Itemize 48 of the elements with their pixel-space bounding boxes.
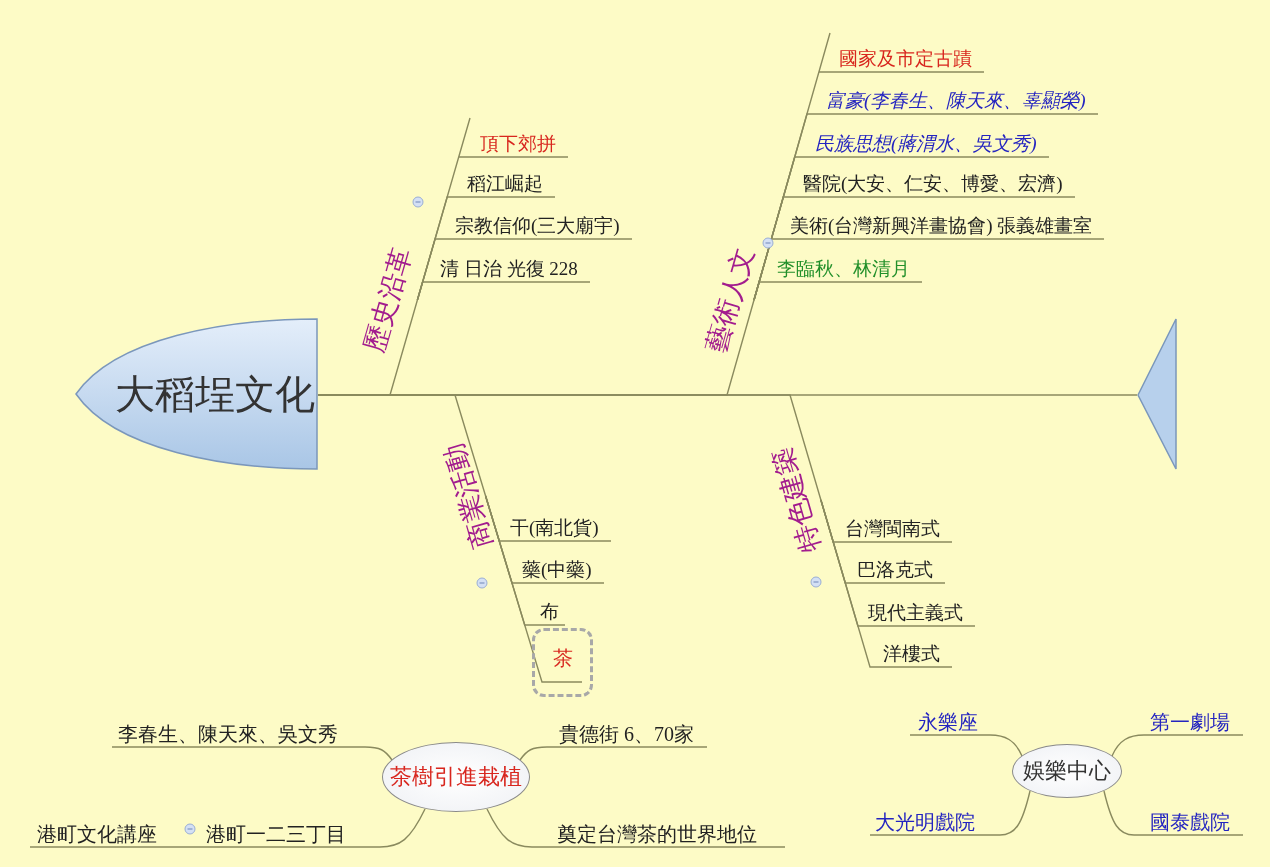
branch-label: 干(南北貨) <box>510 515 611 541</box>
branch-label: 港町一二三丁目 <box>202 821 385 847</box>
branch-label: 布 <box>540 599 565 625</box>
fish-tail <box>1137 318 1177 470</box>
category-label: 商業活動 <box>433 428 503 564</box>
category-label: 藝術人文 <box>695 232 765 368</box>
branch-label: 第一劇場 <box>1115 709 1243 735</box>
branch-line <box>820 499 953 668</box>
branch-line <box>519 746 708 761</box>
branch-label: 李臨秋、林清月 <box>777 256 922 282</box>
branch-line <box>111 746 393 761</box>
topic-ellipse: 娛樂中心 <box>1012 744 1122 798</box>
branch-label: 貴德街 6、70家 <box>535 721 707 747</box>
branch-line <box>753 281 923 301</box>
branch-label: 頂下郊拼 <box>480 131 568 157</box>
branch-label: 宗教信仰(三大廟宇) <box>455 213 632 239</box>
branch-label: 國泰戲院 <box>1135 809 1243 835</box>
branch-label: 奠定台灣茶的世界地位 <box>530 821 785 847</box>
branch-label: 國家及市定古蹟 <box>839 46 984 72</box>
branch-line <box>486 808 786 848</box>
branch-line <box>909 734 1023 757</box>
topic-ellipse: 茶樹引進栽植 <box>382 742 530 812</box>
branch-label: 台灣閩南式 <box>845 516 952 542</box>
branch-line <box>1103 790 1244 836</box>
branch-label: 稻江崛起 <box>467 171 555 197</box>
branch-line <box>869 790 1031 836</box>
fish-head: 大稻埕文化 <box>75 318 318 470</box>
branch-label: 現代主義式 <box>868 600 975 626</box>
branch-label: 藥(中藥) <box>522 557 604 583</box>
branch-label: 永樂座 <box>910 709 1010 735</box>
branch-label: 港町文化講座 <box>30 821 198 847</box>
branch-label: 洋樓式 <box>883 641 952 667</box>
branch-label: 富豪(李春生、陳天來、辜顯榮) <box>826 88 1098 114</box>
branch-line <box>29 846 201 848</box>
branch-line <box>199 808 426 848</box>
branch-label: 巴洛克式 <box>857 557 945 583</box>
category-label: 特色建築 <box>761 432 831 568</box>
branch-label: 民族思想(蔣渭水、吳文秀) <box>815 131 1049 157</box>
category-label: 歷史沿革 <box>353 232 423 368</box>
branch-line <box>1111 734 1244 757</box>
branch-label: 美術(台灣新興洋畫協會) 張義雄畫室 <box>790 213 1104 239</box>
branch-line <box>416 281 591 301</box>
branch-label: 清 日治 光復 228 <box>440 256 590 282</box>
branch-label: 大光明戲院 <box>870 809 1020 835</box>
branch-label: 醫院(大安、仁安、博愛、宏濟) <box>803 171 1075 197</box>
dashed-box: 茶 <box>532 628 593 697</box>
branch-line <box>484 495 583 683</box>
branch-label: 李春生、陳天來、吳文秀 <box>112 721 375 747</box>
